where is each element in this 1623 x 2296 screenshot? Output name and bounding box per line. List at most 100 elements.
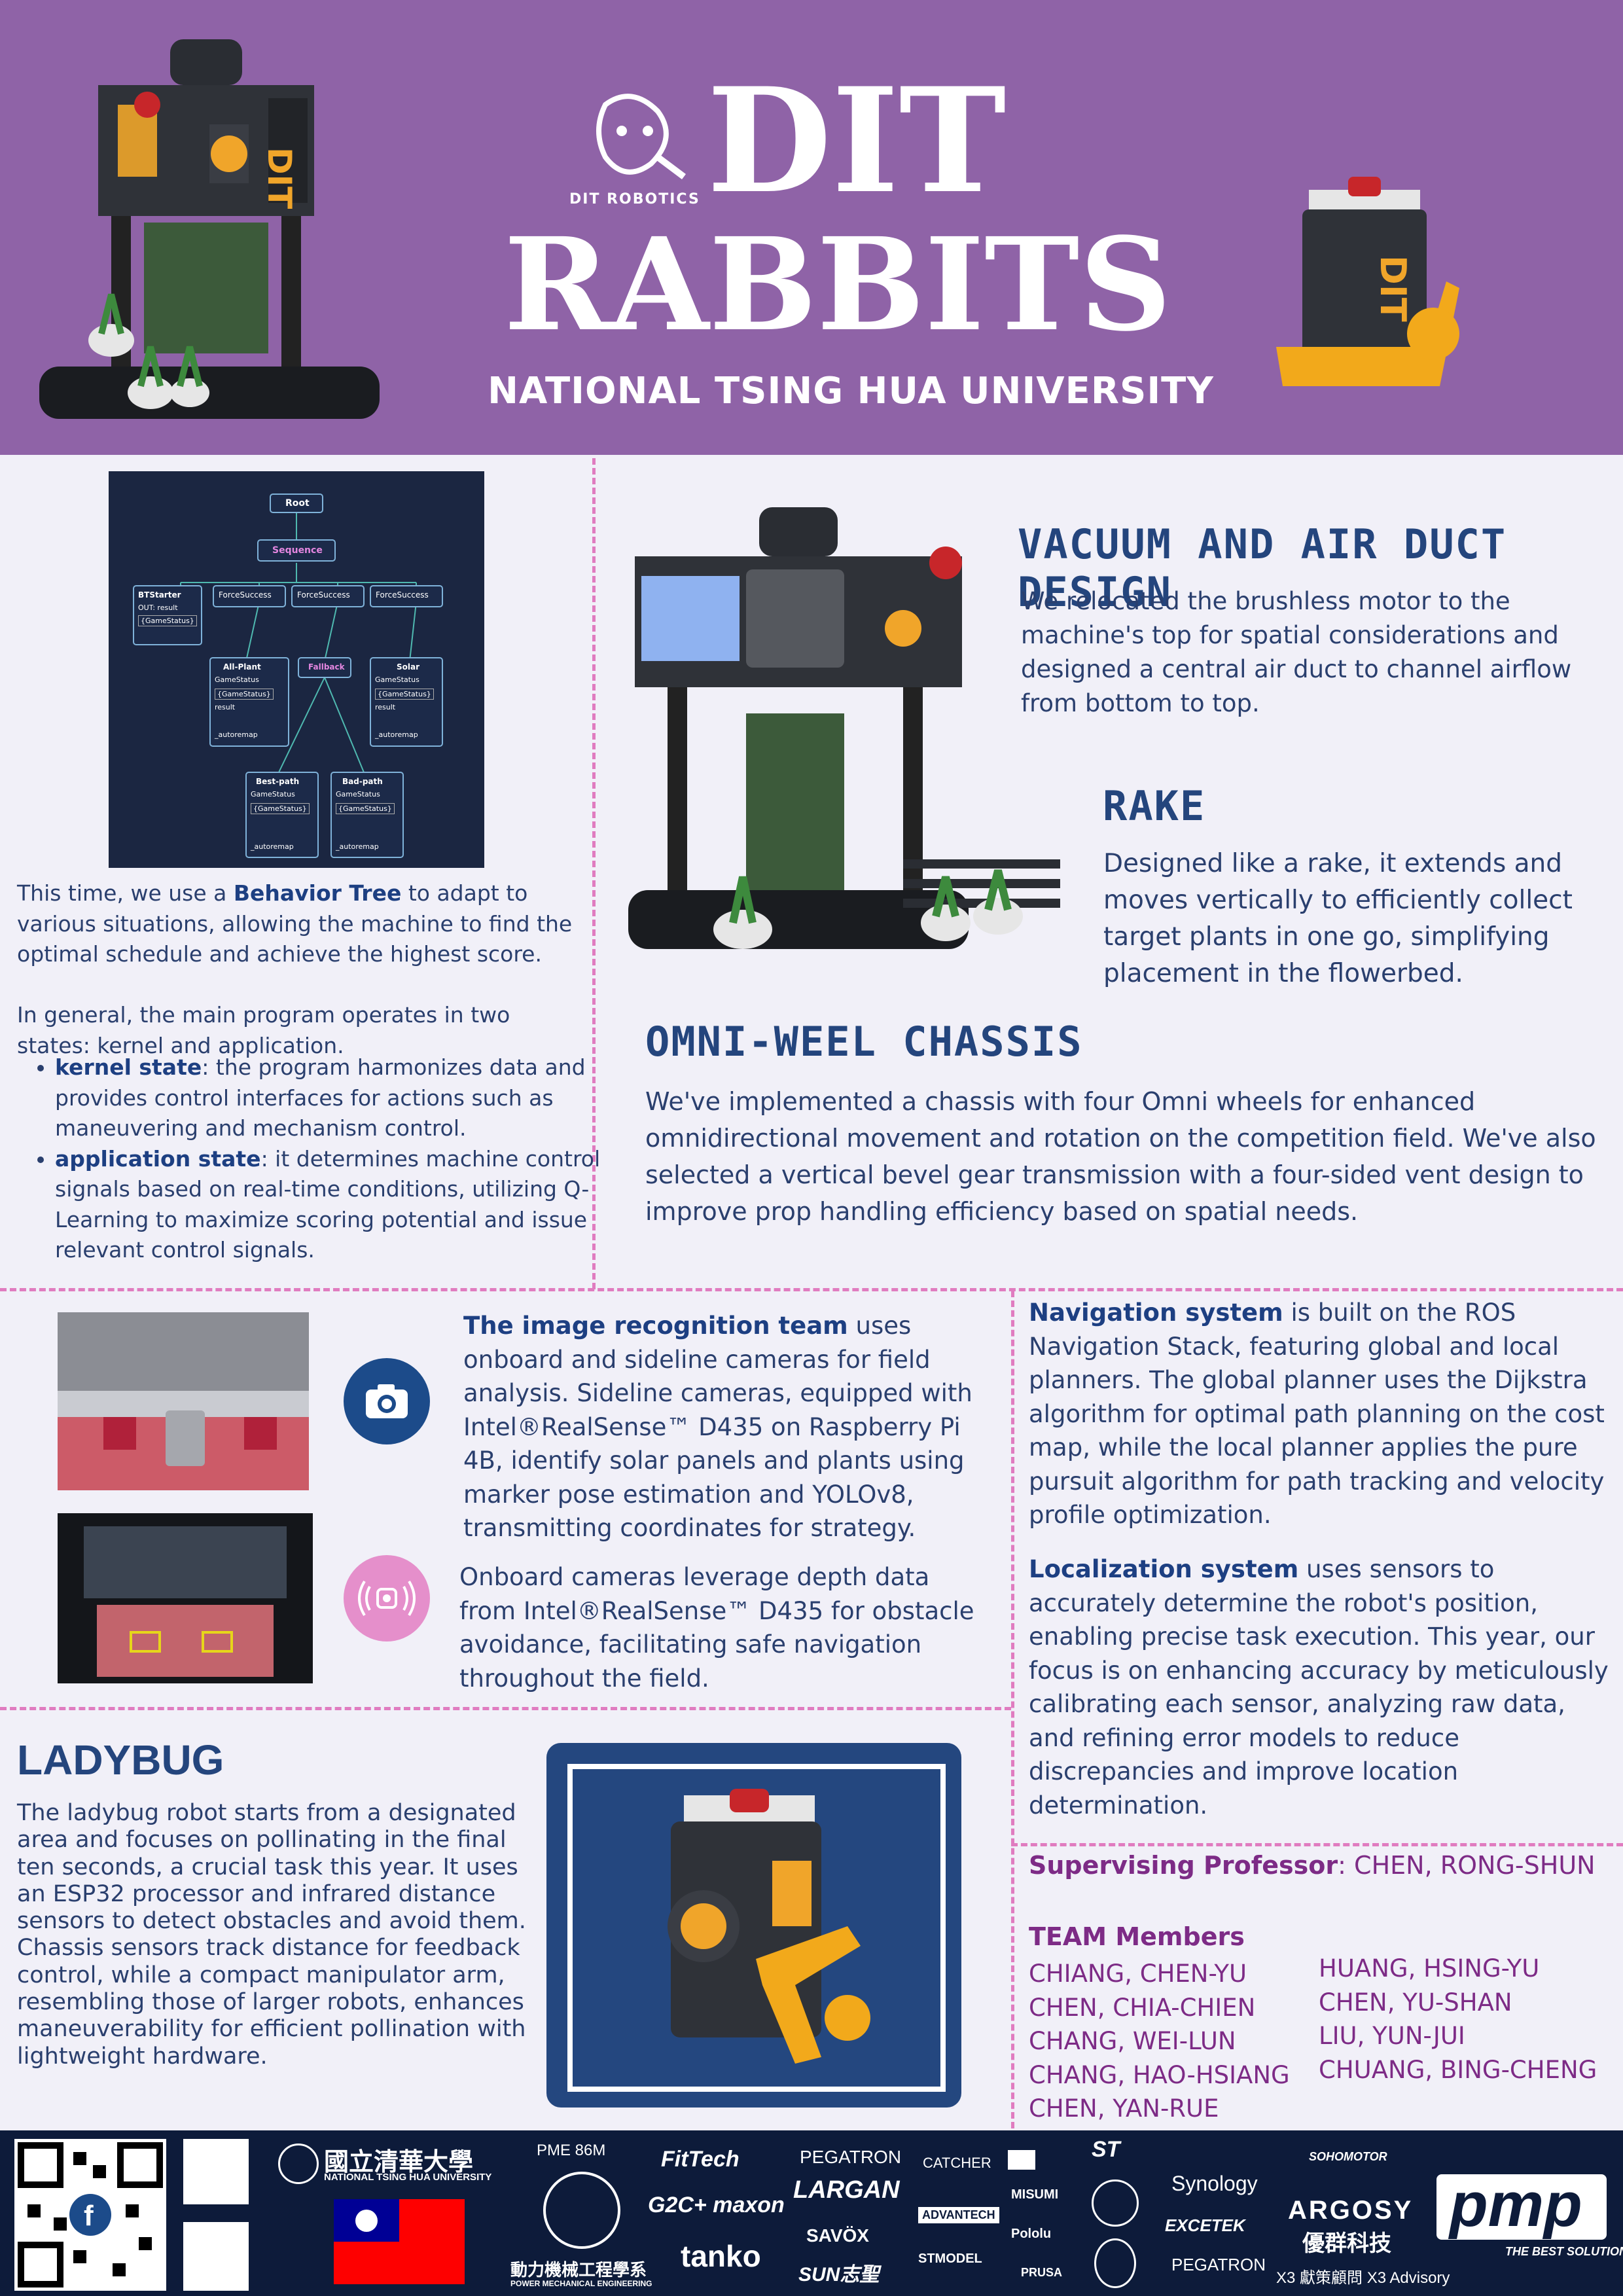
facebook-qr-code[interactable]: f [14,2139,166,2291]
ladybug-robot-illustration-header: DIT [1276,177,1459,386]
catcher-logo: CATCHER [923,2155,991,2171]
bt-fallback-label: Fallback [308,662,345,672]
nthu-chinese-logo: 國立清華大學 [324,2147,474,2176]
team-member: CHANG, HAO-HSIANG [1029,2060,1290,2089]
application-state-item: application state: it determines machine… [55,1144,618,1266]
pegatron-logo: PEGATRON [800,2147,902,2167]
dit-rabbit-logo [596,94,686,179]
fittech-logo: FitTech [661,2147,740,2172]
camera-icon [344,1358,430,1444]
svg-text:DIT: DIT [1372,255,1414,322]
robot-side-label: DIT [260,147,298,209]
pmp-tagline: THE BEST SOLUTION [1505,2245,1623,2258]
synology-logo: Synology [1171,2172,1258,2195]
bt-all-plant-port: {GameStatus} [215,689,274,700]
image-recognition-text: The image recognition team uses onboard … [463,1312,972,1542]
pmp-logo-box: pmp [1436,2170,1607,2240]
team-member: CHUANG, BING-CHENG [1319,2055,1597,2084]
bt-all-plant-node [209,657,289,747]
prusa-logo: PRUSA [1021,2266,1063,2279]
sun-sheng-logo: SUN志聖 [798,2264,880,2286]
bt-all-plant-autoremap: _autoremap [215,730,258,739]
team-member: CHEN, CHIA-CHIEN [1029,1993,1256,2022]
team-members-col2: HUANG, HSING-YU CHEN, YU-SHAN LIU, YUN-J… [1319,1952,1597,2087]
bt-force-success-1: ForceSuccess [219,590,272,600]
team-member: CHANG, WEI-LUN [1029,2027,1236,2055]
stmodel-logo: STMODEL [918,2251,982,2266]
vacuum-robot-illustration [628,507,1060,949]
argosy-logo: ARGOSY [1288,2196,1414,2225]
youtube-qr-code[interactable] [183,2139,249,2204]
pme-logo-text: PME 86M [537,2142,606,2159]
divider-horizontal-1 [0,1288,1623,1291]
st-logo: ST [1092,2137,1120,2162]
nthu-english-logo: NATIONAL TSING HUA UNIVERSITY [324,2172,492,2183]
bt-starter-label: BTStarter [138,590,181,600]
chassis-text: We've implemented a chassis with four Om… [645,1087,1596,1226]
tanko-logo: tanko [681,2239,761,2273]
bt-starter-port: {GameStatus} [138,615,197,626]
wurth-logo-icon [1008,2150,1035,2170]
divider-horizontal-3 [1011,1843,1623,1846]
bt-best-path-autoremap: _autoremap [251,842,294,851]
pme-chinese-logo: 動力機械工程學系 [510,2261,647,2280]
pme-seal-icon [543,2172,620,2249]
title-dit: DIT [707,56,1007,225]
bt-root-node [270,493,323,513]
title-rabbits: RABBITS [504,209,1172,359]
g2c-maxon-logo: G2C+ maxon [648,2193,785,2217]
ladybug-robot-panel [546,1743,961,2108]
bt-solar-port: {GameStatus} [375,689,434,700]
bt-bad-path-node [330,772,404,858]
savox-logo: SAVÖX [806,2225,869,2246]
bt-solar-result: result [375,703,396,711]
ladybug-robot-illustration [668,1789,870,2064]
team-members-label: TEAM Members [1029,1922,1245,1951]
pme-english-logo: POWER MECHANICAL ENGINEERING [510,2279,652,2288]
foundation-seal-icon [1094,2238,1136,2288]
divider-horizontal-2 [0,1707,1011,1710]
excetek-logo: EXCETEK [1165,2215,1245,2235]
university-name: NATIONAL TSING HUA UNIVERSITY [488,370,1214,412]
pmp-logo: pmp [1450,2170,1582,2240]
software-intro: This time, we use a Behavior Tree to ada… [17,880,573,967]
bt-sequence-node [257,539,336,562]
ladybug-title: LADYBUG [17,1736,224,1784]
sohomotor-logo: SOHOMOTOR [1309,2150,1387,2163]
instagram-qr-code[interactable] [183,2222,249,2291]
behavior-tree-diagram: Root Sequence BTStarter OUT: result {Gam… [109,471,484,868]
kernel-state-item: kernel state: the program harmonizes dat… [55,1052,618,1144]
depth-camera-photo [58,1513,313,1683]
onboard-camera-text: Onboard cameras leverage depth data from… [459,1563,974,1693]
x3-advisory-logo: X3 獻策顧問 X3 Advisory [1276,2269,1450,2287]
bt-bad-path-status: GameStatus [336,790,380,798]
team-member: CHEN, YU-SHAN [1319,1988,1512,2017]
bt-fallback-node [298,657,351,678]
sponsor-footer [0,2130,1623,2296]
bt-out-result: OUT: result [138,603,178,612]
bt-bad-path-autoremap: _autoremap [336,842,379,851]
pololu-logo: Pololu [1011,2227,1052,2241]
divider-vertical-1 [592,458,596,1289]
bt-best-path-port: {GameStatus} [251,803,310,814]
software-states-intro: In general, the main program operates in… [17,1002,510,1058]
bt-all-plant-result: result [215,703,236,711]
bt-bad-path-label: Bad-path [342,777,383,786]
ladybug-text: The ladybug robot starts from a designat… [17,1800,526,2070]
nthu-seal-icon [278,2144,319,2184]
bt-all-plant-status: GameStatus [215,675,259,684]
rake-text: Designed like a rake, it extends and mov… [1103,849,1573,988]
bt-best-path-status: GameStatus [251,790,295,798]
largan-logo: LARGAN [793,2176,900,2204]
bt-best-path-node [245,772,319,858]
team-member: CHIANG, CHEN-YU [1029,1960,1247,1988]
team-member: CHEN, YAN-RUE [1029,2094,1219,2123]
vacuum-text: We relocated the brushless motor to the … [1021,587,1572,717]
localization-text: Localization system uses sensors to accu… [1029,1555,1609,1820]
sideline-camera-photo [58,1312,309,1490]
bt-best-path-label: Best-path [256,777,300,786]
team-members-col1: CHIANG, CHEN-YU CHEN, CHIA-CHIEN CHANG, … [1029,1957,1290,2126]
bt-force-success-2: ForceSuccess [297,590,350,600]
pegatron-logo-2: PEGATRON [1171,2255,1266,2274]
chassis-title: OMNI-WEEL CHASSIS [645,1018,1083,1066]
